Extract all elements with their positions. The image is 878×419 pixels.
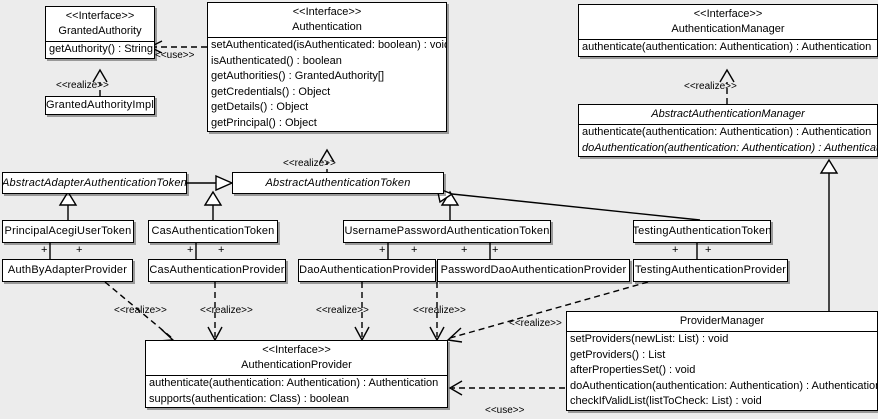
member-item: getAuthority() : String (49, 43, 153, 55)
stereotype-label: <<Interface>> (693, 8, 763, 20)
member-item: doAuthentication(authentication: Authent… (570, 379, 877, 392)
member-item: getAuthorities() : GrantedAuthority[] (211, 70, 385, 82)
class-authentication[interactable]: <<Interface>> Authentication setAuthenti… (207, 2, 447, 132)
class-header: <<Interface>> Authentication (208, 3, 446, 38)
stereotype-label: <<Interface>> (65, 10, 135, 22)
class-header: AbstractAuthenticationManager (579, 105, 877, 125)
class-name: AbstractAuthenticationToken (265, 176, 411, 189)
class-name: UsernamePasswordAuthenticationToken (344, 225, 550, 237)
class-authentication-provider[interactable]: <<Interface>> AuthenticationProvider aut… (145, 340, 448, 408)
member-item: authenticate(authentication: Authenticat… (149, 377, 439, 389)
member-list: setAuthenticated(isAuthenticated: boolea… (208, 38, 446, 131)
class-name: TestingAuthenticationToken (633, 225, 771, 237)
class-authentication-manager[interactable]: <<Interface>> AuthenticationManager auth… (578, 4, 878, 57)
member-list: setProviders(newList: List) : void getPr… (567, 332, 877, 410)
association-marker: + (41, 244, 48, 256)
association-marker: + (76, 244, 83, 256)
member-item: supports(authentication: Class) : boolea… (149, 392, 349, 405)
class-testing-authentication-token[interactable]: TestingAuthenticationToken (633, 220, 771, 243)
class-name: GrantedAuthority (58, 25, 142, 37)
member-item: getCredentials() : Object (211, 85, 331, 98)
member-item: getProviders() : List (570, 348, 666, 361)
class-header: <<Interface>> AuthenticationProvider (146, 341, 447, 376)
edge-label-realize-authentication: <<realize>> (283, 158, 336, 169)
class-username-password-authentication-token[interactable]: UsernamePasswordAuthenticationToken (343, 220, 551, 243)
class-abstract-adapter-authentication-token[interactable]: AbstractAdapterAuthenticationToken (2, 172, 187, 194)
member-item: checkIfValidList(listToCheck: List) : vo… (570, 395, 762, 407)
class-header: <<Interface>> AuthenticationManager (579, 5, 877, 40)
member-item: setAuthenticated(isAuthenticated: boolea… (211, 39, 446, 51)
edge-label-realize-granted-authority: <<realize>> (56, 80, 109, 91)
class-abstract-authentication-manager[interactable]: AbstractAuthenticationManager authentica… (578, 104, 878, 157)
class-name: AbstractAdapterAuthenticationToken (2, 176, 187, 189)
class-name: PrincipalAcegiUserToken (4, 225, 132, 237)
association-marker: + (379, 244, 386, 256)
class-auth-by-adapter-provider[interactable]: AuthByAdapterProvider (2, 259, 133, 282)
class-granted-authority[interactable]: <<Interface>> GrantedAuthority getAuthor… (45, 6, 155, 59)
edge-label-realize-authentication-manager: <<realize>> (684, 81, 737, 92)
association-marker: + (461, 244, 468, 256)
edge-label-realize-provider-5: <<realize>> (509, 318, 562, 329)
association-marker: + (187, 244, 194, 256)
member-item: authenticate(authentication: Authenticat… (582, 41, 872, 53)
class-name: AuthenticationProvider (241, 359, 352, 371)
association-marker: + (705, 244, 712, 256)
member-item: getDetails() : Object (211, 101, 309, 113)
class-granted-authority-impl[interactable]: GrantedAuthorityImpl (45, 96, 155, 115)
edge-label-use-provider-manager: <<use>> (485, 405, 525, 416)
stereotype-label: <<Interface>> (262, 344, 331, 356)
association-marker: + (672, 244, 679, 256)
stereotype-label: <<Interface>> (292, 6, 362, 18)
member-list: getAuthority() : String (46, 42, 154, 58)
class-name: ProviderManager (679, 315, 765, 327)
class-dao-authentication-provider[interactable]: DaoAuthenticationProvider (298, 259, 436, 282)
class-name: PasswordDaoAuthenticationProvider (440, 264, 627, 276)
member-item: afterPropertiesSet() : void (570, 364, 696, 376)
edge-label-use-granted-authority: <<use>> (155, 50, 195, 61)
member-item: setProviders(newList: List) : void (570, 333, 729, 345)
member-item: doAuthentication(authentication: Authent… (582, 141, 877, 154)
member-item: getPrincipal() : Object (211, 116, 317, 129)
class-provider-manager[interactable]: ProviderManager setProviders(newList: Li… (566, 311, 878, 411)
association-marker: + (218, 244, 225, 256)
member-list: authenticate(authentication: Authenticat… (579, 40, 877, 56)
class-name: TestingAuthenticationProvider (634, 264, 787, 276)
edge-label-realize-provider-1: <<realize>> (114, 305, 167, 316)
class-principal-acegi-user-token[interactable]: PrincipalAcegiUserToken (2, 220, 134, 243)
class-name: CasAuthenticationToken (151, 225, 275, 237)
class-cas-authentication-token[interactable]: CasAuthenticationToken (148, 220, 278, 243)
class-name: AuthByAdapterProvider (7, 264, 128, 276)
member-item: isAuthenticated() : boolean (211, 54, 342, 67)
class-abstract-authentication-token[interactable]: AbstractAuthenticationToken (232, 172, 444, 194)
class-name: GrantedAuthorityImpl (46, 99, 154, 111)
class-name: CasAuthenticationProvider (149, 264, 285, 276)
member-list: authenticate(authentication: Authenticat… (579, 125, 877, 156)
class-name: Authentication (292, 21, 362, 33)
member-item: authenticate(authentication: Authenticat… (582, 126, 872, 138)
class-name: DaoAuthenticationProvider (299, 264, 435, 276)
class-name: AuthenticationManager (671, 23, 785, 35)
class-cas-authentication-provider[interactable]: CasAuthenticationProvider (148, 259, 286, 282)
class-header: <<Interface>> GrantedAuthority (46, 7, 154, 42)
member-list: authenticate(authentication: Authenticat… (146, 376, 447, 407)
edge-label-realize-provider-3: <<realize>> (316, 305, 369, 316)
class-testing-authentication-provider[interactable]: TestingAuthenticationProvider (633, 259, 788, 282)
association-marker: + (411, 244, 418, 256)
class-password-dao-authentication-provider[interactable]: PasswordDaoAuthenticationProvider (437, 259, 630, 282)
class-name: AbstractAuthenticationManager (651, 108, 805, 120)
class-header: ProviderManager (567, 312, 877, 332)
edge-label-realize-provider-4: <<realize>> (413, 305, 466, 316)
association-marker: + (492, 244, 499, 256)
edge-label-realize-provider-2: <<realize>> (200, 305, 253, 316)
